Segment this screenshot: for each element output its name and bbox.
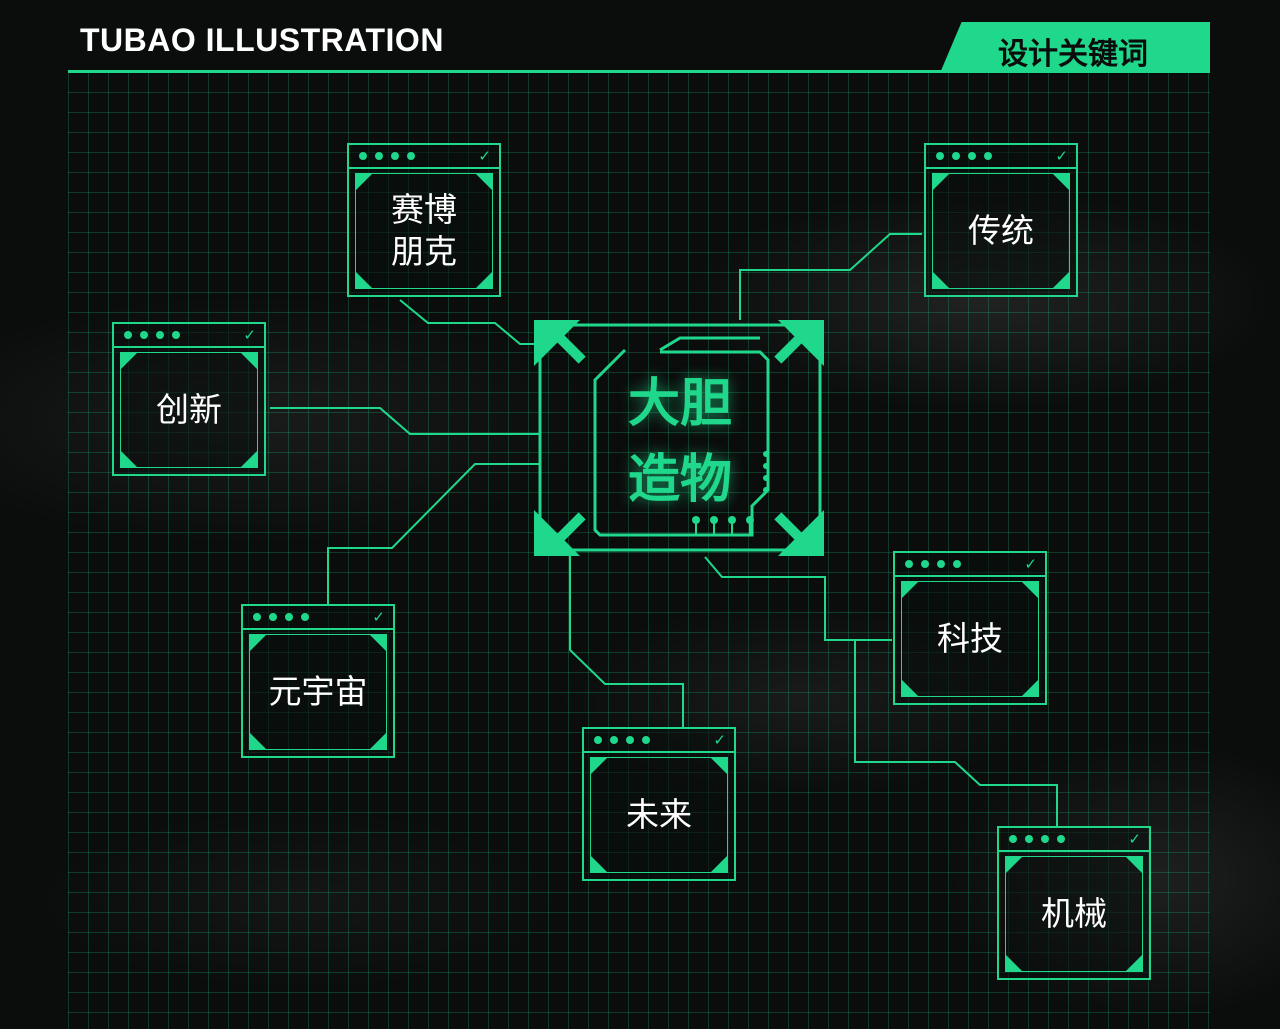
status-dot [953, 560, 961, 568]
keyword-tag-label: 设计关键词 [998, 37, 1148, 72]
keyword-window-machinery: ✓ 机械 [997, 826, 1151, 980]
core-inner-frame [593, 348, 770, 537]
window-titlebar: ✓ [584, 729, 734, 753]
brand-title: TUBAO ILLUSTRATION [80, 22, 444, 58]
status-dot [626, 736, 634, 744]
status-dot [984, 152, 992, 160]
core-bar-tl [550, 328, 586, 364]
window-titlebar: ✓ [114, 324, 264, 348]
keyword-label: 赛博 朋克 [391, 190, 457, 271]
link-cyberpunk [399, 299, 540, 345]
keyword-window-innovation: ✓ 创新 [112, 322, 266, 476]
keyword-window-cyberpunk: ✓ 赛博 朋克 [347, 143, 501, 297]
core-top-notch [659, 336, 760, 352]
status-dot [1057, 835, 1065, 843]
status-dot [156, 331, 164, 339]
status-dots-icon [594, 736, 602, 744]
keyword-window-tradition: ✓ 传统 [924, 143, 1078, 297]
window-titlebar: ✓ [243, 606, 393, 630]
checkmark-icon: ✓ [1055, 147, 1068, 165]
status-dots-icon [1009, 835, 1017, 843]
status-dot [269, 613, 277, 621]
keyword-label: 科技 [937, 619, 1003, 658]
status-dot [301, 613, 309, 621]
checkmark-icon: ✓ [243, 326, 256, 344]
checkmark-icon: ✓ [372, 608, 385, 626]
status-dot [1041, 835, 1049, 843]
status-dots-icon [905, 560, 913, 568]
core-corner-tl [534, 320, 580, 366]
status-dot [172, 331, 180, 339]
keyword-tag: 设计关键词 [940, 22, 1210, 73]
status-dots-icon [253, 613, 261, 621]
link-metaverse [327, 463, 540, 605]
window-inner-frame [120, 352, 258, 468]
status-dot [952, 152, 960, 160]
keyword-label: 元宇宙 [268, 672, 368, 711]
status-dot [921, 560, 929, 568]
window-inner-frame [249, 634, 387, 750]
window-inner-frame [590, 757, 728, 873]
core-corner-bl [534, 510, 580, 556]
status-dot [937, 560, 945, 568]
keyword-window-technology: ✓ 科技 [893, 551, 1047, 705]
status-dot [391, 152, 399, 160]
status-dot [407, 152, 415, 160]
keyword-label: 创新 [156, 390, 222, 429]
status-dot [1025, 835, 1033, 843]
window-inner-frame [932, 173, 1070, 289]
link-technology [704, 556, 892, 641]
window-titlebar: ✓ [895, 553, 1045, 577]
status-dot [610, 736, 618, 744]
link-future [569, 555, 684, 727]
header-rule [68, 70, 1210, 73]
window-titlebar: ✓ [999, 828, 1149, 852]
core-bar-bl [550, 512, 586, 548]
status-dot [285, 613, 293, 621]
keyword-window-metaverse: ✓ 元宇宙 [241, 604, 395, 758]
keyword-label: 未来 [626, 795, 692, 834]
link-machinery [854, 640, 1058, 826]
keyword-label: 传统 [968, 211, 1034, 250]
keyword-window-future: ✓ 未来 [582, 727, 736, 881]
status-dot [642, 736, 650, 744]
checkmark-icon: ✓ [713, 731, 726, 749]
status-dots-icon [936, 152, 944, 160]
status-dots-icon [359, 152, 367, 160]
window-inner-frame [355, 173, 493, 289]
checkmark-icon: ✓ [1024, 555, 1037, 573]
status-dot [375, 152, 383, 160]
window-inner-frame [1005, 856, 1143, 972]
checkmark-icon: ✓ [478, 147, 491, 165]
status-dot [968, 152, 976, 160]
core-label: 大胆 造物 [627, 374, 732, 510]
link-tradition [739, 233, 922, 320]
keyword-label: 机械 [1041, 894, 1107, 933]
status-dots-icon [124, 331, 132, 339]
checkmark-icon: ✓ [1128, 830, 1141, 848]
core-bar-br [774, 512, 810, 548]
status-dot [140, 331, 148, 339]
window-inner-frame [901, 581, 1039, 697]
core-bar-tr [774, 328, 810, 364]
window-titlebar: ✓ [349, 145, 499, 169]
window-titlebar: ✓ [926, 145, 1076, 169]
